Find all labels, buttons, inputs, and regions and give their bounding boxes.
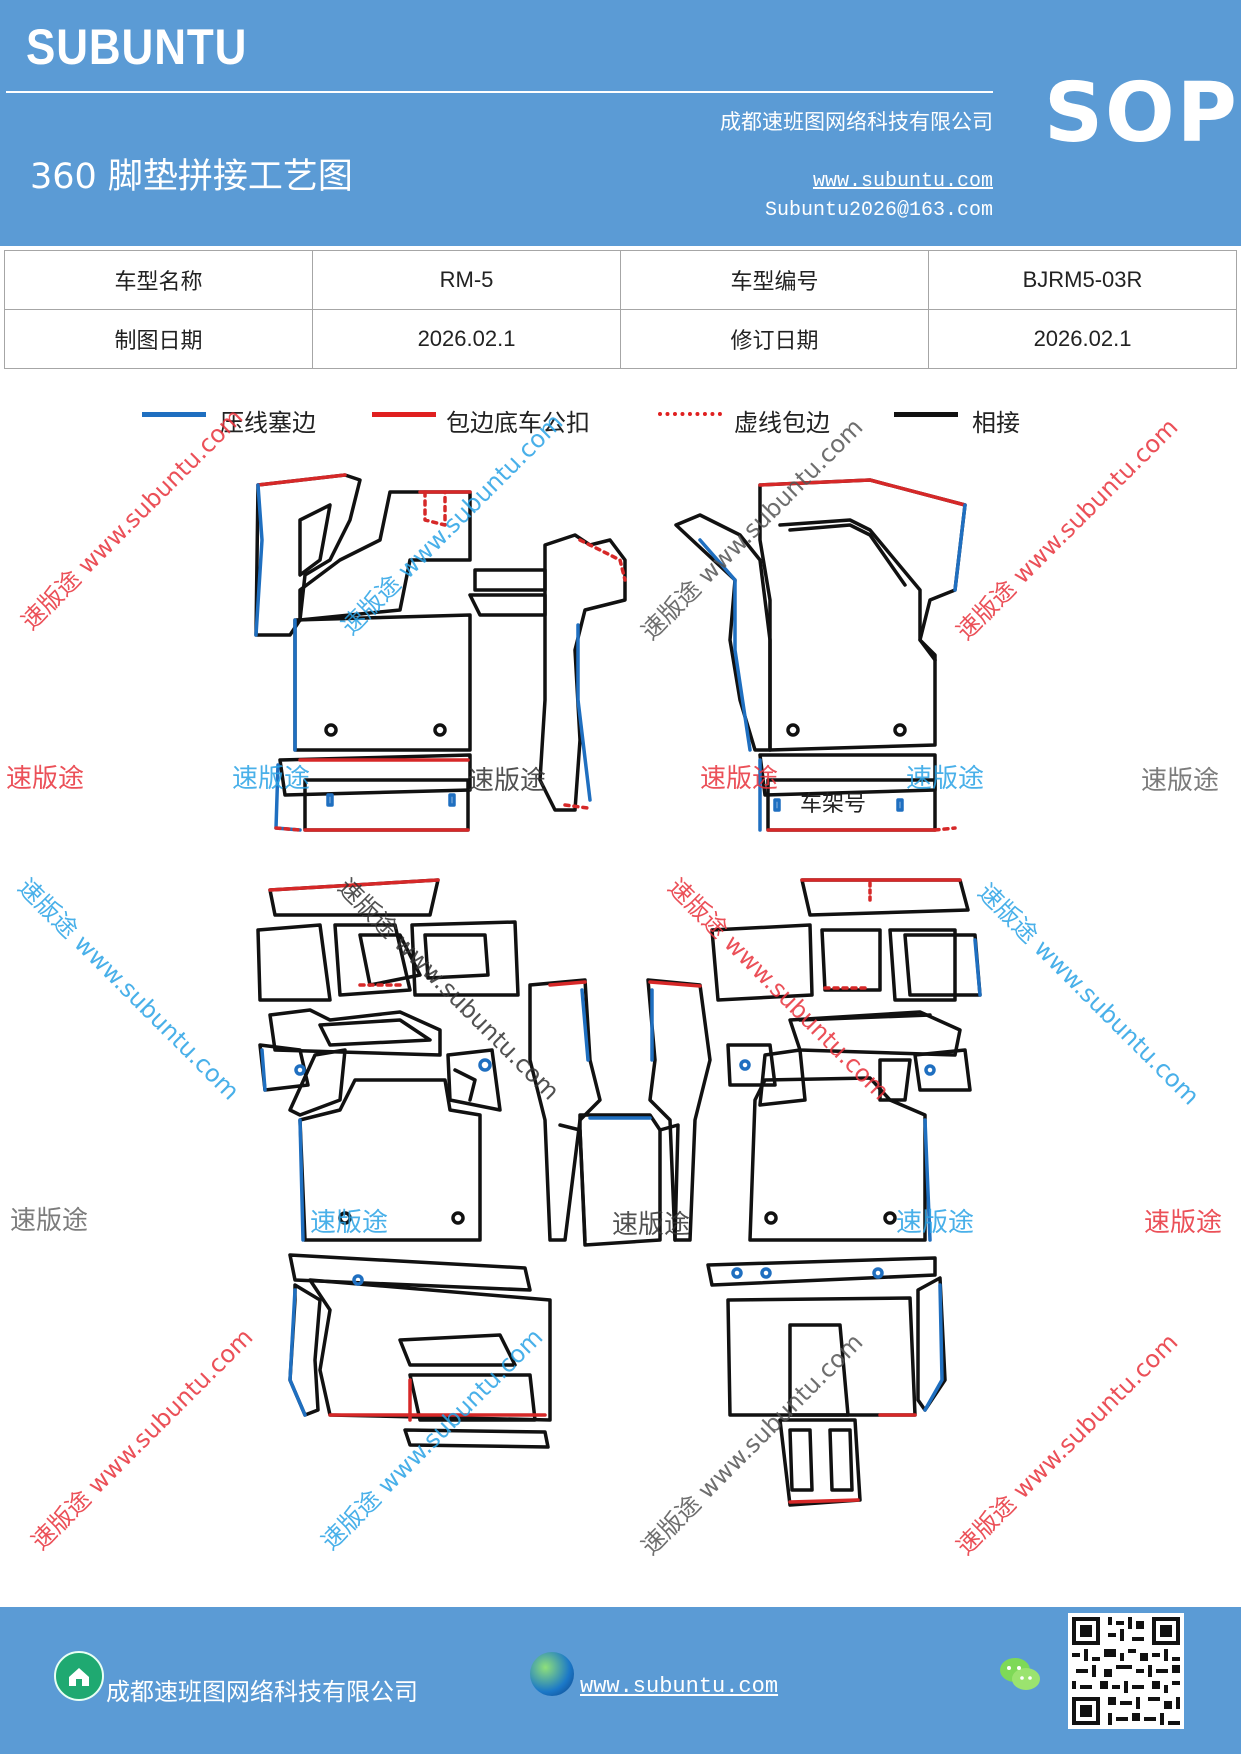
legend-label: 包边底车公扣: [446, 409, 590, 437]
legend-label: 虚线包边: [734, 409, 830, 437]
watermark: 速版途: [310, 1208, 389, 1238]
revision-date-value: 2026.02.1: [928, 309, 1237, 369]
table-row: 制图日期 2026.02.1 修订日期 2026.02.1: [4, 309, 1237, 369]
center-tunnel-mat-group: [528, 978, 712, 1247]
watermark: 速版途: [612, 1210, 691, 1240]
front-right-mat-group: [674, 478, 967, 832]
document-title: 360 脚垫拼接工艺图: [30, 157, 353, 197]
company-name: 成都速班图网络科技有限公司: [720, 110, 993, 134]
vehicle-info-table: 车型名称 RM-5 车型编号 BJRM5-03R 制图日期 2026.02.1 …: [4, 250, 1237, 369]
rear-right-mat-group: [706, 878, 982, 1507]
draw-date-value: 2026.02.1: [312, 309, 621, 369]
header-bar: SUBUNTU 360 脚垫拼接工艺图 成都速班图网络科技有限公司 www.su…: [0, 0, 1241, 246]
watermark: 速版途: [906, 764, 985, 794]
watermark: 速版途: [6, 764, 85, 794]
rear-left-mat-group: [256, 878, 552, 1449]
model-name-value: RM-5: [312, 250, 621, 310]
legend-label: 压线塞边: [220, 409, 316, 437]
legend-swatch: [658, 412, 722, 416]
model-name-label: 车型名称: [4, 250, 313, 310]
legend-swatch: [142, 412, 206, 417]
sop-badge: SOP: [1044, 66, 1239, 161]
watermark: 速版途: [1144, 1208, 1223, 1238]
email-address: Subuntu2026@163.com: [764, 199, 993, 222]
wechat-icon: [998, 1655, 1042, 1695]
floor-mat-diagram: [254, 473, 982, 1507]
website-link[interactable]: www.subuntu.com: [812, 170, 993, 193]
legend-swatch: [894, 412, 958, 417]
footer-website-link[interactable]: www.subuntu.com: [580, 1674, 779, 1699]
model-code-label: 车型编号: [620, 250, 929, 310]
legend-label: 相接: [972, 409, 1020, 437]
watermark: 速版途: [10, 1206, 89, 1236]
watermark: 速版途: [232, 764, 311, 794]
front-left-mat-group: [254, 473, 627, 832]
brand-logo: SUBUNTU: [26, 19, 248, 75]
model-code-value: BJRM5-03R: [928, 250, 1237, 310]
footer-company-name: 成都速班图网络科技有限公司: [106, 1678, 418, 1706]
legend-swatch: [372, 412, 436, 417]
line-legend: 压线塞边 包边底车公扣 虚线包边 相接: [0, 400, 1241, 440]
watermark: 速版途: [1141, 766, 1220, 796]
frame-number-label: 车架号: [800, 792, 867, 817]
qr-code[interactable]: [1068, 1613, 1184, 1729]
home-icon: [54, 1651, 104, 1701]
revision-date-label: 修订日期: [620, 309, 929, 369]
watermark: 速版途: [700, 764, 779, 794]
draw-date-label: 制图日期: [4, 309, 313, 369]
watermark: 速版途: [468, 766, 547, 796]
table-row: 车型名称 RM-5 车型编号 BJRM5-03R: [4, 250, 1237, 310]
watermark: 速版途: [896, 1208, 975, 1238]
globe-icon: [530, 1652, 574, 1696]
header-divider: [6, 91, 993, 93]
